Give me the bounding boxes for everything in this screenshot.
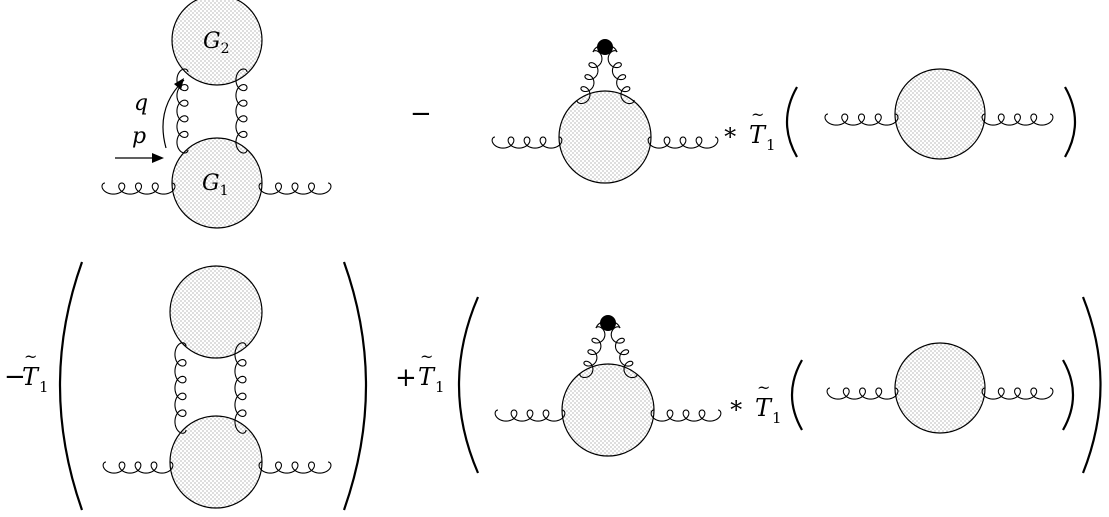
gluon-prop-right-1 [981, 113, 1054, 126]
plus-sign: + [395, 363, 417, 393]
gluon-right-vertical [235, 68, 248, 154]
label-g1: G1 [202, 171, 229, 199]
t-tilde-2: − T ~ 1 [4, 347, 49, 396]
t-tilde-mark: ~ [420, 347, 433, 366]
gluon-prop-left-2 [826, 387, 899, 400]
gluon-loop-right [607, 50, 635, 105]
gluon-external-left-2 [491, 136, 563, 149]
paren-open-1 [786, 86, 798, 158]
paren-close-3 [1081, 296, 1102, 474]
t-letter: T [22, 363, 40, 391]
gluon-loop-left-4 [579, 326, 606, 379]
t-subscript: 1 [39, 378, 49, 396]
t-subscript: 1 [772, 409, 782, 427]
t-letter: T [749, 121, 767, 149]
dot-insertion-4 [600, 315, 616, 331]
gluon-external-right-4 [650, 409, 722, 422]
t-tilde-4: T ~ 1 [755, 378, 782, 427]
star-op-2: ∗ [728, 391, 744, 419]
t-tilde-mark: ~ [751, 105, 764, 124]
dot-insertion [597, 39, 613, 55]
blob-tadpole-top [558, 90, 652, 184]
t-tilde-mark: ~ [757, 378, 770, 397]
blob-propagator-2 [894, 342, 986, 434]
minus-sign-1: − [410, 99, 432, 129]
term-2-inner-diagram [824, 68, 1054, 160]
t-tilde-mark: ~ [24, 347, 37, 366]
blob-upper-3 [169, 265, 263, 359]
arrowhead-q [174, 78, 184, 90]
gluon-loop-left [576, 50, 603, 105]
blob-lower-3 [169, 415, 263, 509]
star-op-1: ∗ [722, 118, 738, 146]
gluon-right-vertical-3 [234, 342, 247, 434]
term-3-diagram [102, 265, 332, 509]
t-tilde-1: T ~ 1 [749, 105, 776, 154]
t-letter: T [755, 394, 773, 422]
blob-tadpole-bottom [561, 363, 655, 457]
term-4-diagram [494, 315, 722, 457]
gluon-external-left [101, 182, 176, 195]
term-1-diagram: G2 G1 q p [101, 0, 332, 229]
gluon-left-vertical [176, 68, 189, 154]
t-letter: T [418, 363, 436, 391]
paren-close-4 [1062, 359, 1074, 431]
paren-close-2 [342, 261, 368, 511]
momentum-arrow-q [162, 79, 185, 149]
blob-propagator-1 [894, 68, 986, 160]
paren-open-3 [457, 296, 480, 474]
gluon-loop-right-4 [610, 326, 638, 379]
gluon-prop-left-1 [824, 113, 899, 126]
term-2-diagram [491, 39, 719, 184]
label-g2: G2 [203, 29, 230, 57]
t-subscript: 1 [435, 378, 445, 396]
label-q: q [134, 91, 148, 116]
arrowhead-p [152, 153, 164, 163]
t-tilde-3: + T ~ 1 [395, 347, 445, 396]
paren-open-4 [791, 359, 803, 431]
gluon-external-right-2 [647, 136, 719, 149]
gluon-prop-right-2 [981, 387, 1054, 400]
term-4-inner-diagram [826, 342, 1054, 434]
gluon-external-left-4 [494, 409, 566, 422]
gluon-external-right [258, 182, 332, 195]
gluon-external-right-3 [258, 461, 332, 474]
label-p: p [132, 124, 146, 149]
minus-sign-2: − [4, 362, 26, 392]
paren-close-1 [1064, 86, 1076, 158]
paren-open-2 [58, 261, 84, 511]
t-subscript: 1 [766, 136, 776, 154]
gluon-left-vertical-3 [174, 342, 187, 434]
blob-g2 [171, 0, 263, 86]
gluon-external-left-3 [102, 461, 174, 474]
